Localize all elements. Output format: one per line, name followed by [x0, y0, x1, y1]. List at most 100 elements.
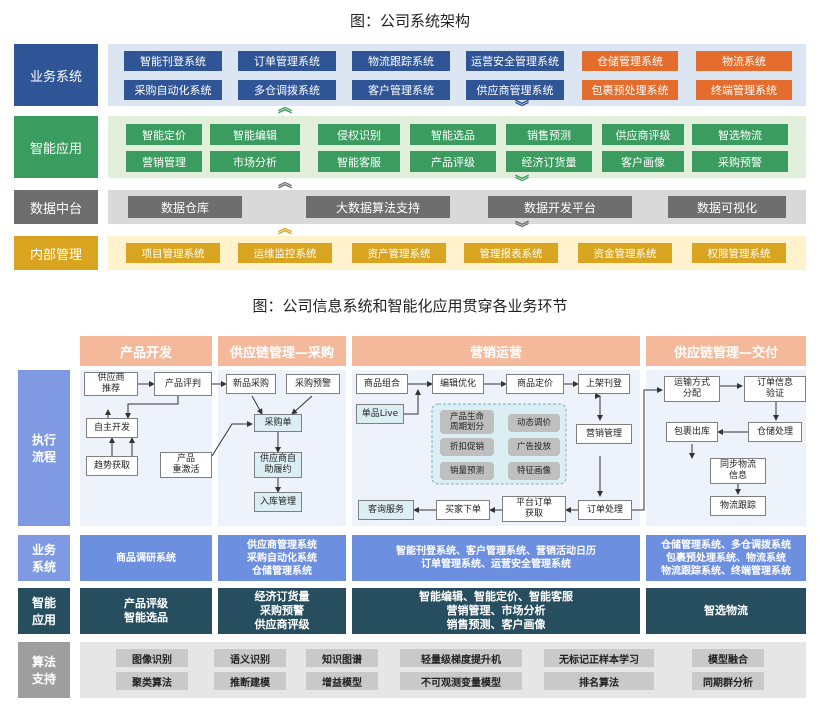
flow-node: 采购预警 — [286, 374, 340, 394]
phase-header: 产品开发 — [80, 336, 212, 366]
system-chip: 终端管理系统 — [696, 80, 792, 100]
smart-app-chip: 智能选品 — [410, 124, 496, 145]
smart-app-text: 智能编辑、智能定价、智能客服 — [419, 590, 573, 603]
marketing-tag: 折扣促销 — [440, 438, 494, 456]
system-chip: 订单管理系统 — [238, 51, 336, 71]
internal-system-chip: 运维监控系统 — [238, 243, 332, 263]
diagram1-title: 图：公司系统架构 — [349, 12, 470, 30]
algorithm-chip: 排名算法 — [544, 672, 654, 690]
business-systems-cell: 供应商管理系统采购自动化系统仓储管理系统 — [218, 535, 346, 581]
smart-app-text: 产品评级 — [124, 597, 168, 610]
flow-node: 仓储处理 — [748, 422, 802, 442]
phase-header: 供应链管理—交付 — [646, 336, 806, 366]
phase-header: 供应链管理—采购 — [218, 336, 346, 366]
smart-app-text: 智能选品 — [124, 611, 168, 624]
smart-app-text: 智选物流 — [704, 604, 748, 617]
smart-app-text: 经济订货量 — [254, 590, 310, 603]
smart-app-chip: 经济订货量 — [506, 151, 592, 172]
internal-system-chip: 资产管理系统 — [352, 243, 446, 263]
algorithm-chip: 模型融合 — [692, 649, 764, 667]
business-systems-cell: 智能刊登系统、客户管理系统、营销活动日历订单管理系统、运营安全管理系统 — [352, 535, 640, 581]
row-label-data: 数据中台 — [14, 190, 98, 224]
system-chip: 智能刊登系统 — [124, 51, 222, 71]
flow-node: 包裹出库 — [666, 422, 718, 442]
flow-node: 自主开发 — [86, 418, 138, 438]
smart-apps-cell: 智能编辑、智能定价、智能客服营销管理、市场分析销售预测、客户画像 — [352, 588, 640, 634]
system-chip: 包裹预处理系统 — [582, 80, 678, 100]
internal-system-chip: 权限管理系统 — [692, 243, 786, 263]
flow-node: 产品评判 — [154, 372, 212, 396]
algorithm-chip: 图像识别 — [116, 649, 188, 667]
flow-node: 编辑优化 — [432, 374, 484, 394]
row-label-business-systems: 业务 系统 — [18, 535, 70, 581]
flow-node: 供应商自 助履约 — [254, 452, 302, 478]
business-panel — [108, 44, 806, 106]
business-system-text: 仓储管理系统 — [252, 565, 312, 577]
algorithm-chip: 增益模型 — [306, 672, 378, 690]
system-chip: 客户管理系统 — [352, 80, 450, 100]
smart-app-chip: 采购预警 — [692, 151, 788, 172]
flow-node: 营销管理 — [576, 424, 632, 444]
smart-apps-cell: 产品评级智能选品 — [80, 588, 212, 634]
flow-node: 单品Live — [356, 404, 404, 424]
smart-apps-cell: 经济订货量采购预警供应商评级 — [218, 588, 346, 634]
algorithm-chip: 知识图谱 — [306, 649, 378, 667]
arrow-up-icon: ︽ — [278, 100, 292, 116]
smart-app-chip: 侵权识别 — [318, 124, 400, 145]
row-label-algorithms: 算法 支持 — [18, 642, 70, 698]
flow-node: 供应商 推荐 — [84, 372, 138, 396]
arrow-up-icon: ︽ — [278, 221, 292, 237]
smart-app-text: 销售预测、客户画像 — [446, 618, 546, 631]
system-chip: 多仓调拨系统 — [238, 80, 336, 100]
flow-node: 新品采购 — [226, 374, 276, 394]
smart-app-text: 采购预警 — [260, 604, 304, 617]
business-systems-cell: 商品调研系统 — [80, 535, 212, 581]
flow-node: 商品组合 — [356, 374, 408, 394]
data-platform-chip: 数据开发平台 — [488, 196, 632, 218]
flow-node: 产品 重激活 — [160, 452, 212, 478]
business-system-text: 供应商管理系统 — [247, 539, 317, 551]
business-system-text: 智能刊登系统、客户管理系统、营销活动日历 — [396, 546, 596, 557]
system-chip: 采购自动化系统 — [124, 80, 222, 100]
flow-node: 订单信息 验证 — [744, 376, 806, 402]
algorithm-chip: 不可观测变量模型 — [400, 672, 522, 690]
flow-node: 运输方式 分配 — [664, 376, 720, 402]
marketing-tag: 动态调价 — [508, 414, 560, 432]
algorithm-chip: 无标记正样本学习 — [544, 649, 654, 667]
arrow-down-icon: ︾ — [515, 221, 529, 237]
business-system-text: 采购自动化系统 — [247, 552, 317, 564]
flow-node: 客询服务 — [358, 500, 414, 520]
business-system-text: 物流跟踪系统、终端管理系统 — [661, 565, 791, 577]
algorithm-chip: 同期群分析 — [692, 672, 764, 690]
internal-system-chip: 资金管理系统 — [578, 243, 672, 263]
phase-header: 营销运营 — [352, 336, 640, 366]
row-label-flow: 执行 流程 — [18, 370, 70, 526]
algorithm-chip: 轻量级梯度提升机 — [400, 649, 522, 667]
smart-app-chip: 供应商评级 — [602, 124, 684, 145]
row-label-internal: 内部管理 — [14, 236, 98, 270]
system-chip: 运营安全管理系统 — [466, 51, 564, 71]
marketing-tag: 广告投放 — [508, 438, 560, 456]
flow-node: 物流跟踪 — [710, 496, 766, 516]
smart-app-chip: 智能客服 — [318, 151, 400, 172]
flow-node: 同步物流 信息 — [710, 458, 766, 484]
marketing-tag: 特征画像 — [508, 462, 560, 480]
business-system-text: 商品调研系统 — [116, 552, 176, 564]
flow-panel — [80, 370, 212, 526]
business-system-text: 订单管理系统、运营安全管理系统 — [421, 559, 571, 570]
arrow-down-icon: ︾ — [515, 100, 529, 116]
smart-app-chip: 智能定价 — [126, 124, 202, 145]
data-platform-chip: 数据仓库 — [128, 196, 242, 218]
smart-app-text: 营销管理、市场分析 — [446, 604, 546, 617]
system-chip: 供应商管理系统 — [466, 80, 564, 100]
row-label-smart: 智能应用 — [14, 116, 98, 178]
flow-node: 平台订单 获取 — [502, 496, 566, 522]
arrow-up-icon: ︽ — [278, 175, 292, 191]
smart-app-chip: 智选物流 — [692, 124, 788, 145]
smart-app-chip: 市场分析 — [210, 151, 300, 172]
row-label-business: 业务系统 — [14, 44, 98, 106]
smart-app-chip: 智能编辑 — [210, 124, 300, 145]
diagram2-title: 图：公司信息系统和智能化应用贯穿各业务环节 — [252, 297, 568, 315]
flow-node: 趋势获取 — [86, 456, 138, 476]
marketing-tag: 产品生命 周期划分 — [440, 410, 494, 434]
